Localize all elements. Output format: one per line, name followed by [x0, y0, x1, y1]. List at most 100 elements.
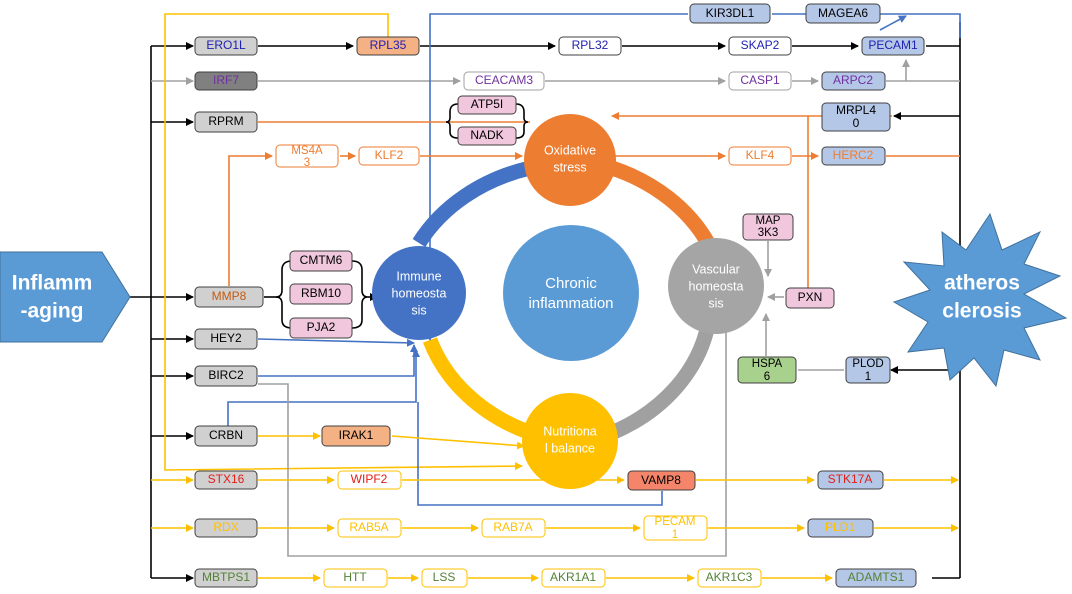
- gene-magea6-label: MAGEA6: [818, 6, 868, 20]
- immune-homeostasis-line1: Immune: [396, 269, 441, 283]
- vascular-homeostasis-circle: Vascular homeosta sis: [668, 238, 764, 334]
- nutritional-balance-circle: Nutritiona l balance: [522, 393, 618, 489]
- gene-htt-label: HTT: [343, 570, 367, 584]
- vascular-homeostasis-line3: sis: [708, 296, 723, 310]
- gene-pld1: PLD1: [807, 518, 874, 538]
- gene-rpl32: RPL32: [558, 36, 622, 56]
- gene-stk17a: STK17A: [817, 470, 884, 490]
- gene-pja2: PJA2: [289, 317, 353, 339]
- gene-birc2-label: BIRC2: [208, 368, 244, 382]
- gene-pecam1-bottom-label-b: 1: [672, 529, 678, 541]
- gene-pxn-label: PXN: [798, 290, 823, 304]
- gene-herc2-label: HERC2: [833, 148, 874, 162]
- gene-arpc2-label: ARPC2: [833, 73, 873, 87]
- gene-ms4a3-label-a: MS4A: [291, 145, 323, 157]
- gene-rdx-label: RDX: [213, 520, 238, 534]
- gene-plod1-label-b: 1: [865, 371, 871, 383]
- chronic-inflammation-line2: inflammation: [528, 295, 613, 312]
- gene-akr1a1: AKR1A1: [541, 568, 606, 588]
- gene-boxes: ERO1L RPL35 RPL32 SKAP2 PECAM1 KIR3DL1 M…: [194, 3, 925, 588]
- gene-rpl32-label: RPL32: [572, 38, 609, 52]
- gene-hey2-label: HEY2: [210, 331, 242, 345]
- gene-stx16-label: STX16: [208, 472, 245, 486]
- chronic-inflammation-circle: Chronic inflammation: [503, 225, 639, 361]
- gene-plod1-label-a: PLOD: [852, 358, 883, 370]
- gene-cmtm6-label: CMTM6: [300, 253, 343, 267]
- gene-ceacam3: CEACAM3: [463, 71, 545, 91]
- gene-skap2-label: SKAP2: [741, 38, 780, 52]
- gene-htt: HTT: [323, 568, 388, 588]
- gene-mmp8: MMP8: [194, 286, 264, 308]
- gene-rab7a: RAB7A: [481, 518, 546, 538]
- gene-akr1c3-label: AKR1C3: [706, 570, 753, 584]
- gene-atp5i-label: ATP5I: [471, 97, 503, 111]
- nutritional-balance-line1: Nutritiona: [543, 424, 597, 438]
- gene-atp5i: ATP5I: [457, 95, 517, 115]
- gene-vamp8-label: VAMP8: [641, 473, 681, 487]
- gene-nadk: NADK: [457, 126, 517, 146]
- gene-hspa6-label-a: HSPA: [752, 358, 783, 370]
- oxidative-stress-circle: Oxidative stress: [524, 114, 616, 206]
- gene-rdx: RDX: [194, 518, 258, 538]
- gene-magea6: MAGEA6: [805, 3, 881, 24]
- gene-skap2: SKAP2: [728, 36, 792, 56]
- gene-kir3dl1: KIR3DL1: [689, 3, 771, 24]
- gene-pja2-label: PJA2: [307, 320, 336, 334]
- immune-homeostasis-line2: homeosta: [392, 286, 447, 300]
- immune-homeostasis-circle: Immune homeosta sis: [372, 246, 466, 340]
- gene-kir3dl1-label: KIR3DL1: [706, 6, 755, 20]
- gene-adamts1: ADAMTS1: [835, 568, 917, 588]
- gene-herc2: HERC2: [821, 146, 886, 166]
- gene-akr1c3: AKR1C3: [697, 568, 762, 588]
- gene-hspa6-label-b: 6: [764, 371, 770, 383]
- gene-map3k3-label-b: 3K3: [758, 227, 778, 239]
- gene-klf4: KLF4: [728, 146, 792, 166]
- oxidative-stress-line2: stress: [553, 160, 586, 174]
- gene-irf7-label: IRF7: [213, 73, 239, 87]
- gene-mrpl40-label-b: 0: [853, 116, 860, 130]
- gene-rprm-label: RPRM: [208, 114, 243, 128]
- gene-adamts1-label: ADAMTS1: [848, 570, 905, 584]
- gene-wipf2-label: WIPF2: [351, 472, 388, 486]
- gene-ceacam3-label: CEACAM3: [475, 73, 533, 87]
- gene-klf4-label: KLF4: [746, 148, 775, 162]
- oxidative-stress-line1: Oxidative: [544, 143, 596, 157]
- gene-mmp8-label: MMP8: [212, 289, 247, 303]
- chronic-inflammation-line1: Chronic: [545, 275, 597, 292]
- gene-rpl35-label: RPL35: [370, 38, 407, 52]
- gene-map3k3-label-a: MAP: [756, 215, 781, 227]
- inflamm-aging-line2: -aging: [21, 300, 84, 323]
- inflamm-aging-line1: Inflamm: [12, 272, 93, 295]
- gene-rbm10: RBM10: [289, 283, 353, 305]
- gene-pecam1-bottom-label-a: PECAM: [655, 516, 696, 528]
- gene-birc2: BIRC2: [194, 365, 258, 387]
- gene-ms4a3-label-b: 3: [304, 157, 310, 169]
- gene-klf2: KLF2: [358, 146, 420, 166]
- gene-rpl35: RPL35: [356, 36, 420, 56]
- gene-mrpl40-label-a: MRPL4: [836, 103, 876, 117]
- gene-ero1l: ERO1L: [194, 36, 258, 56]
- gene-rprm: RPRM: [194, 111, 258, 133]
- immune-homeostasis-line3: sis: [411, 303, 426, 317]
- gene-crbn: CRBN: [194, 425, 258, 447]
- inflamm-aging-node: Inflamm -aging: [0, 251, 131, 343]
- gene-irf7: IRF7: [194, 71, 258, 91]
- gene-pecam1-top: PECAM1: [861, 36, 925, 56]
- gene-wipf2: WIPF2: [337, 470, 402, 490]
- gene-rab7a-label: RAB7A: [493, 520, 532, 534]
- gene-lss-label: LSS: [433, 570, 456, 584]
- atherosclerosis-node: atheros clerosis: [892, 212, 1068, 388]
- gene-cmtm6: CMTM6: [289, 250, 353, 272]
- gene-pxn: PXN: [785, 287, 835, 309]
- gene-crbn-label: CRBN: [209, 428, 243, 442]
- gene-pecam1-top-label: PECAM1: [868, 38, 918, 52]
- gene-casp1-label: CASP1: [740, 73, 780, 87]
- gene-rbm10-label: RBM10: [301, 286, 341, 300]
- atherosclerosis-line1: atheros: [944, 272, 1020, 295]
- gene-arpc2: ARPC2: [821, 71, 886, 91]
- vascular-homeostasis-line1: Vascular: [692, 262, 740, 276]
